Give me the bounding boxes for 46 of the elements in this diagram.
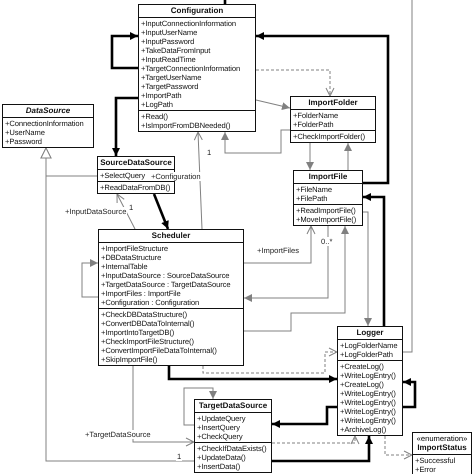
arrow [152, 194, 170, 230]
class-box [290, 96, 376, 143]
arrow [272, 436, 373, 462]
arrow [221, 130, 290, 154]
arrow [194, 132, 203, 230]
class-name: ImportFolder [307, 98, 359, 108]
class-name: SourceDataSource [99, 158, 173, 168]
class-name: ImportFile [308, 172, 348, 182]
class-box [98, 229, 244, 366]
class-box [412, 432, 472, 474]
arrow [82, 259, 98, 298]
class-name: DataSource [24, 106, 72, 116]
arrow [256, 32, 390, 184]
arrow [403, 378, 416, 408]
arrow [362, 212, 372, 326]
class-name: Logger [355, 328, 385, 338]
arrow [256, 100, 290, 110]
arrow [116, 194, 136, 230]
arrow [168, 366, 337, 383]
class-box [337, 326, 403, 436]
arrow [244, 226, 328, 302]
arrow [132, 366, 194, 446]
arrow [306, 142, 314, 170]
class-name: Configuration [170, 6, 224, 16]
class-box [138, 4, 256, 132]
class-box [293, 170, 363, 226]
connector-line [402, 0, 412, 352]
arrow [244, 226, 349, 332]
class-box [2, 104, 94, 148]
arrow [256, 70, 334, 96]
arrow [112, 96, 138, 156]
arrow [272, 436, 360, 444]
arrow [384, 436, 412, 460]
arrow [110, 32, 138, 70]
arrow [272, 406, 337, 428]
arrow [344, 142, 352, 170]
class-box [194, 399, 272, 473]
connector-line [224, 0, 226, 4]
class-name: TargetDataSource [198, 401, 268, 411]
arrow [184, 388, 217, 426]
arrow [244, 226, 316, 264]
class-name: ImportStatus [416, 443, 468, 453]
arrow [363, 193, 386, 326]
class-name: Scheduler [150, 231, 192, 241]
arrow [202, 348, 338, 374]
arrow [40, 148, 194, 462]
